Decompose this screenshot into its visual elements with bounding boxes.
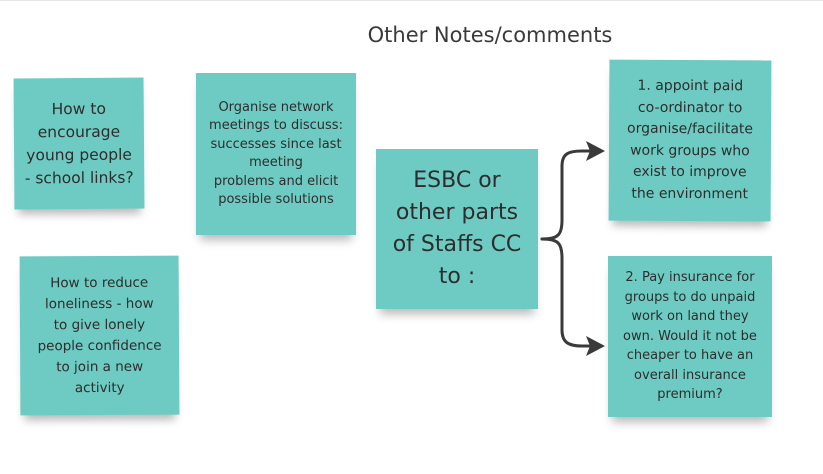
- sticky-note-text: How to encourage young people - school l…: [24, 99, 134, 187]
- sticky-note-esbc[interactable]: ESBC or other parts of Staffs CC to :: [376, 149, 538, 309]
- board-title: Other Notes/comments: [367, 23, 613, 47]
- sticky-note-text: 1. appoint paid co-ordinator to organise…: [627, 77, 754, 202]
- sticky-note-insurance[interactable]: 2. Pay insurance for groups to do unpaid…: [608, 256, 772, 417]
- sticky-note-network-meetings[interactable]: Organise network meetings to discuss: su…: [196, 73, 356, 235]
- sticky-note-text: 2. Pay insurance for groups to do unpaid…: [623, 270, 757, 403]
- bracket-arrow-icon[interactable]: [538, 140, 610, 365]
- sticky-note-encourage-young-people[interactable]: How to encourage young people - school l…: [13, 77, 145, 210]
- sticky-note-text: Organise network meetings to discuss: su…: [209, 99, 343, 208]
- sticky-note-text: ESBC or other parts of Staffs CC to :: [392, 168, 522, 289]
- top-border: [0, 0, 823, 1]
- sticky-note-paid-coordinator[interactable]: 1. appoint paid co-ordinator to organise…: [608, 59, 772, 222]
- sticky-note-text: How to reduce loneliness - how to give l…: [37, 274, 162, 396]
- sticky-note-reduce-loneliness[interactable]: How to reduce loneliness - how to give l…: [19, 255, 180, 416]
